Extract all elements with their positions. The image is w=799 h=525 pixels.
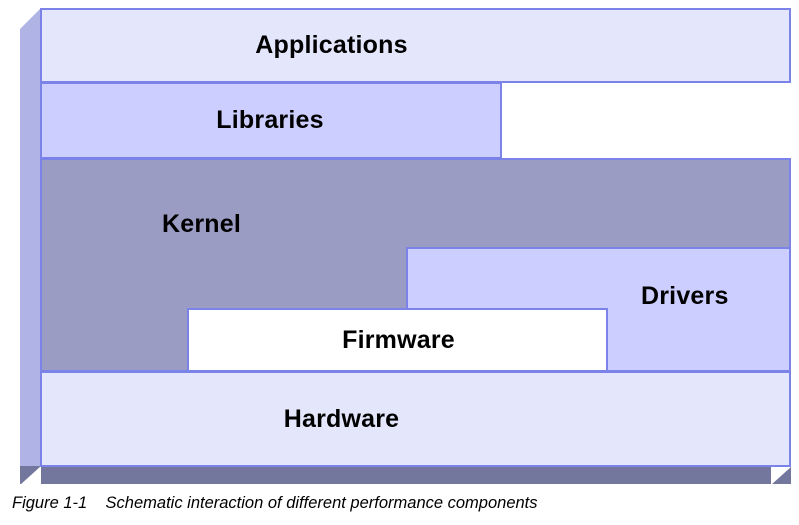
layer-box-applications[interactable]: Applications <box>40 8 791 83</box>
figure-caption-gap <box>87 494 105 512</box>
figure-caption: Figure 1-1 Schematic interaction of diff… <box>12 494 538 513</box>
layer-box-firmware[interactable]: Firmware <box>187 308 608 372</box>
figure-caption-number: Figure 1-1 <box>12 494 88 512</box>
layer-box-hardware[interactable]: Hardware <box>40 371 791 467</box>
block-3d-extrusion <box>20 8 792 485</box>
block-bottom-face <box>20 466 791 484</box>
figure-caption-text: Schematic interaction of different perfo… <box>105 494 538 512</box>
layer-label-libraries: Libraries <box>216 106 324 134</box>
layer-label-applications: Applications <box>255 31 408 59</box>
layer-label-hardware: Hardware <box>283 404 400 433</box>
layer-label-firmware: Firmware <box>342 325 455 354</box>
block-left-face <box>20 8 40 466</box>
layer-box-libraries[interactable]: Libraries <box>40 82 502 159</box>
layer-label-kernel: Kernel <box>162 210 242 238</box>
layer-label-drivers: Drivers <box>641 282 729 310</box>
